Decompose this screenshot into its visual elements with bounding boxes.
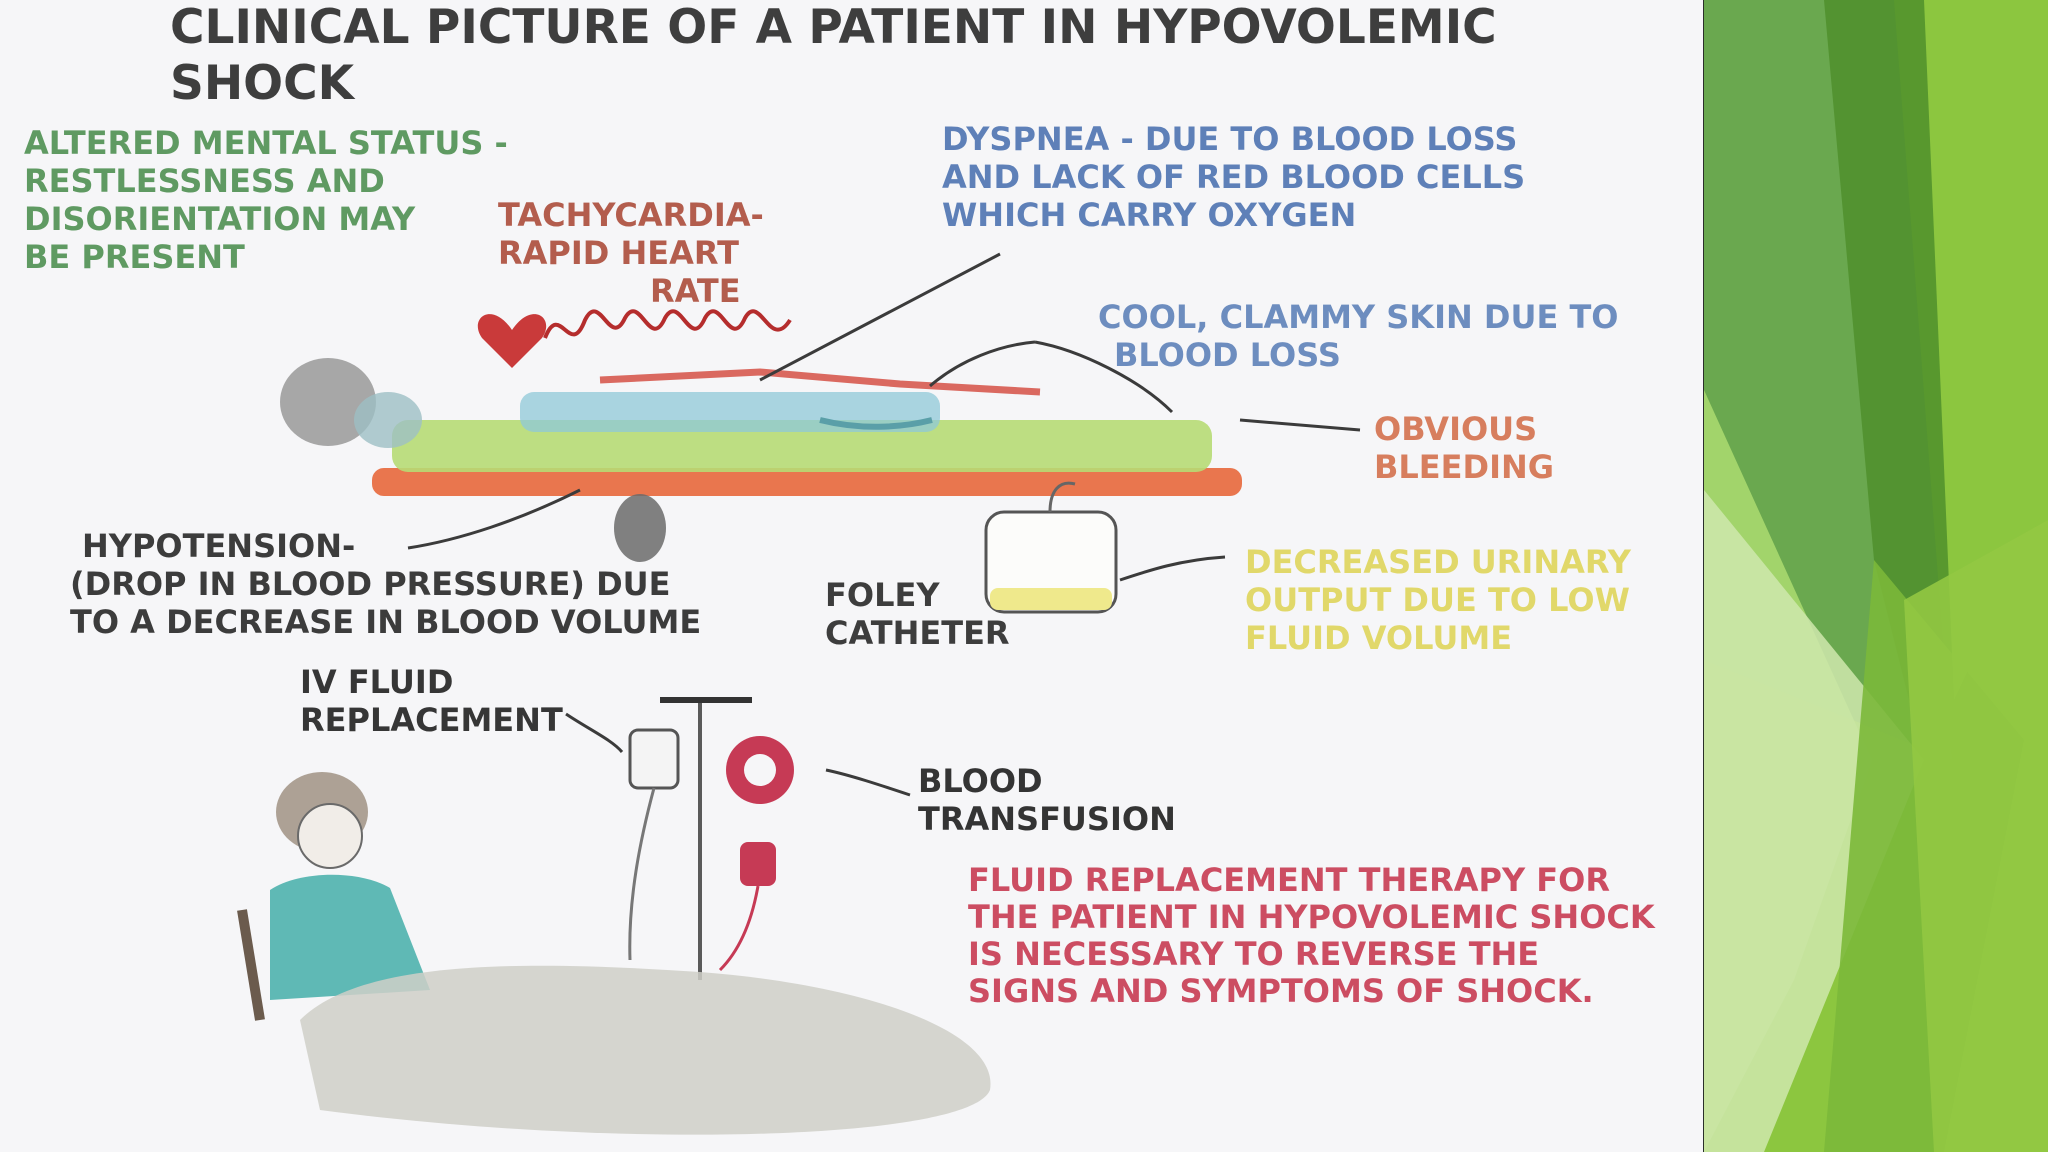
foley-bag-icon xyxy=(984,481,1118,614)
heart-icon xyxy=(477,314,547,368)
label-cool-clammy-skin: COOL, CLAMMY SKIN DUE TO BLOOD LOSS xyxy=(1098,298,1619,374)
label-tachycardia: TACHYCARDIA- RAPID HEART RATE xyxy=(498,196,764,310)
label-altered-mental-status: ALTERED MENTAL STATUS - RESTLESSNESS AND… xyxy=(24,124,508,276)
blood-bag-icon xyxy=(718,736,794,972)
pointer-lines xyxy=(407,252,1361,797)
seated-patient-figure xyxy=(237,772,991,1135)
label-foley-catheter: FOLEY CATHETER xyxy=(825,576,1010,652)
slide-title: CLINICAL PICTURE OF A PATIENT IN HYPOVOL… xyxy=(170,0,1497,111)
illustration-panel: CLINICAL PICTURE OF A PATIENT IN HYPOVOL… xyxy=(24,0,1655,1135)
label-decreased-urinary-output: DECREASED URINARY OUTPUT DUE TO LOW FLUI… xyxy=(1245,543,1631,657)
label-hypotension: HYPOTENSION- (DROP IN BLOOD PRESSURE) DU… xyxy=(70,527,702,641)
iv-pole-icon xyxy=(628,697,752,980)
green-facet-decoration xyxy=(1704,0,2048,1152)
label-obvious-bleeding: OBVIOUS BLEEDING xyxy=(1374,410,1555,486)
heartbeat-trace xyxy=(543,309,792,339)
label-blood-transfusion: BLOOD TRANSFUSION xyxy=(918,762,1176,838)
label-iv-fluid-replacement: IV FLUID REPLACEMENT xyxy=(300,663,563,739)
illustration-drawing xyxy=(237,252,1361,1135)
lying-patient-figure xyxy=(280,358,1242,562)
label-fluid-replacement-therapy: FLUID REPLACEMENT THERAPY FOR THE PATIEN… xyxy=(968,861,1655,1010)
label-dyspnea: DYSPNEA - DUE TO BLOOD LOSS AND LACK OF … xyxy=(942,120,1526,234)
